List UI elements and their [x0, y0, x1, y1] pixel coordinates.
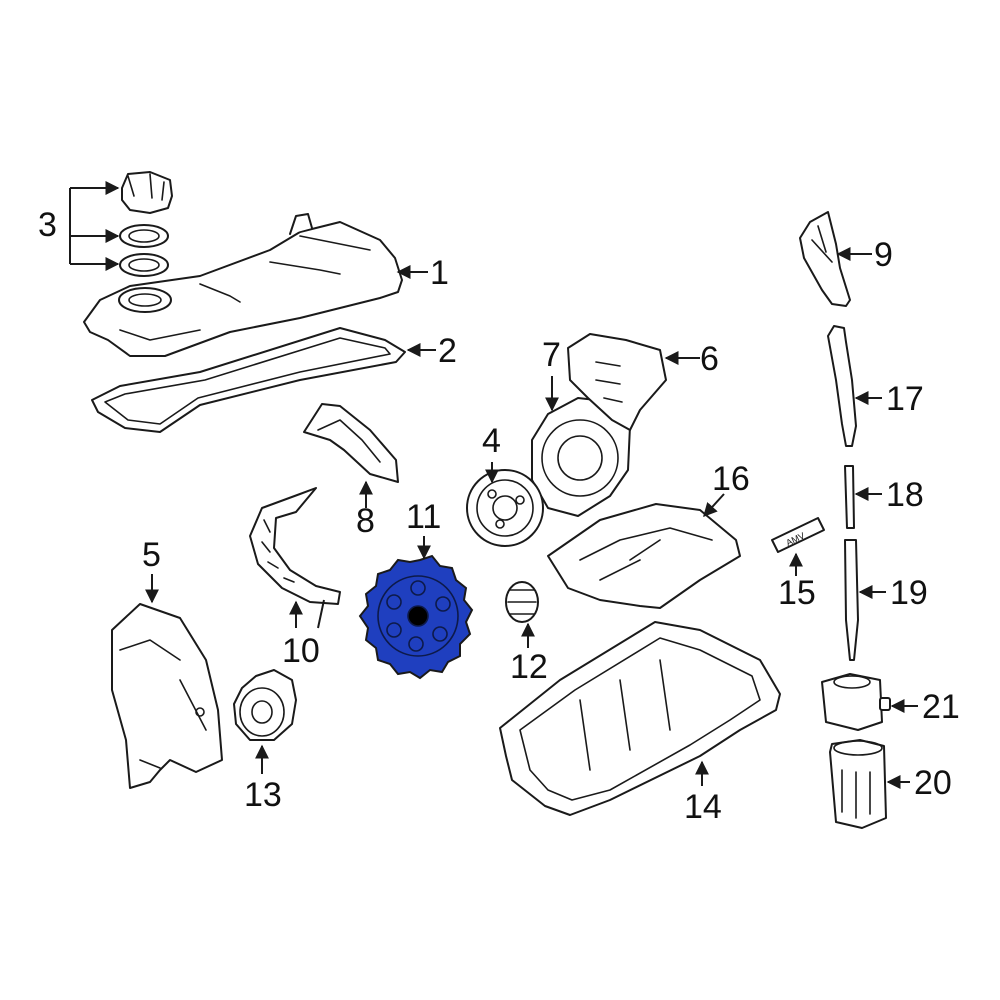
callout-19[interactable]: 19	[890, 574, 928, 612]
callout-3[interactable]: 3	[38, 206, 57, 244]
dipstick-handle[interactable]	[827, 325, 857, 447]
callout-13[interactable]: 13	[244, 776, 282, 814]
callout-14[interactable]: 14	[684, 788, 722, 826]
callout-1[interactable]: 1	[430, 254, 449, 292]
timing-belt-guard[interactable]	[303, 403, 399, 483]
valve-cover-gasket[interactable]	[91, 327, 406, 433]
seal-ring-lower[interactable]	[119, 253, 169, 277]
callout-12[interactable]: 12	[510, 648, 548, 686]
crankshaft-pulley[interactable]	[466, 469, 544, 547]
tensioner-pulley[interactable]	[233, 669, 297, 741]
callout-21[interactable]: 21	[922, 688, 960, 726]
oil-baffle[interactable]	[547, 503, 741, 609]
callout-5[interactable]: 5	[142, 536, 161, 574]
callout-9[interactable]: 9	[874, 236, 893, 274]
callout-10[interactable]: 10	[282, 632, 320, 670]
callout-17[interactable]: 17	[886, 380, 924, 418]
camshaft-sprocket-highlighted[interactable]	[358, 554, 474, 680]
leader-lines	[69, 181, 918, 789]
timing-belt[interactable]	[249, 487, 341, 605]
callout-11[interactable]: 11	[406, 498, 441, 536]
callout-16[interactable]: 16	[712, 460, 750, 498]
oil-pump-sprocket[interactable]	[505, 581, 539, 623]
callout-8[interactable]: 8	[356, 502, 375, 540]
callout-2[interactable]: 2	[438, 332, 457, 370]
dipstick-guide-tube[interactable]	[844, 539, 859, 661]
upper-timing-cover[interactable]	[567, 333, 667, 431]
callout-6[interactable]: 6	[700, 340, 719, 378]
oil-filter-housing[interactable]	[821, 673, 891, 731]
dipstick-rod[interactable]	[844, 465, 855, 529]
valve-cover[interactable]	[83, 213, 403, 357]
callout-7[interactable]: 7	[542, 336, 561, 374]
seal-ring-upper[interactable]	[119, 224, 169, 248]
callout-20[interactable]: 20	[914, 764, 952, 802]
oil-filter[interactable]	[829, 739, 887, 829]
sealant-tube[interactable]: AMV	[771, 517, 825, 553]
oil-pan[interactable]	[499, 621, 781, 816]
callout-15[interactable]: 15	[778, 574, 816, 612]
bracket[interactable]	[799, 211, 851, 307]
lower-timing-cover[interactable]	[111, 603, 223, 789]
callout-18[interactable]: 18	[886, 476, 924, 514]
callout-4[interactable]: 4	[482, 422, 501, 460]
oil-filler-cap[interactable]	[121, 171, 173, 214]
callout-numbers: 1 2 3 4 5 6 7 8 9 10 11 12 13 14 15 16 1…	[38, 206, 960, 826]
